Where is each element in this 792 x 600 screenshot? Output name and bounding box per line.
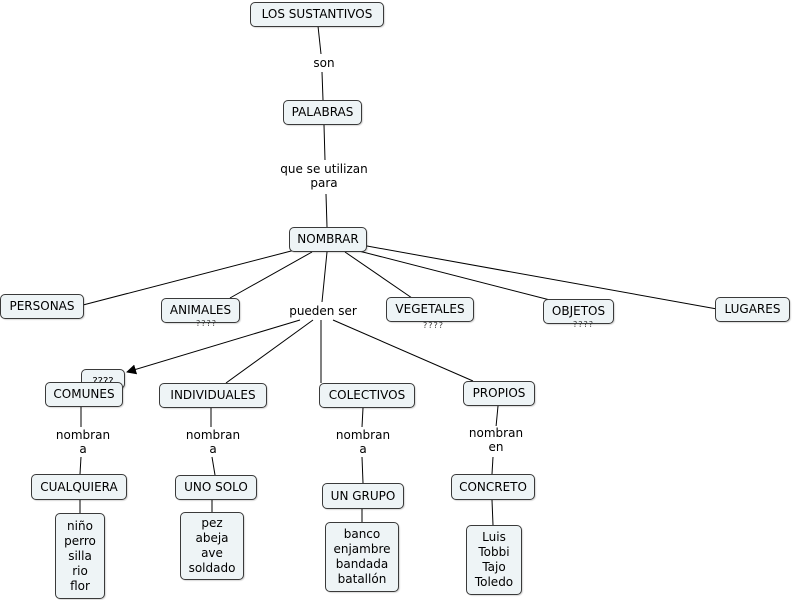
concept-propios[interactable]: PROPIOS [463, 381, 535, 406]
line-palabras-utilizan [323, 124, 326, 161]
concept-cualquiera[interactable]: CUALQUIERA [31, 474, 127, 500]
link-nombran-en-propios: nombran en [464, 426, 528, 454]
link-nombran-a-individuales: nombran a [181, 428, 245, 456]
link-nombran-a-comunes: nombran a [51, 428, 115, 456]
concept-nombrar[interactable]: NOMBRAR [289, 227, 367, 252]
concept-concreto[interactable]: CONCRETO [451, 474, 535, 500]
annotation-objetos: ???? [573, 320, 594, 329]
annotation-vegetales: ???? [423, 321, 444, 330]
line-colectivos-nombran [361, 407, 364, 428]
line-nombrar-vegetales [344, 251, 413, 299]
concept-comunes[interactable]: COMUNES [45, 382, 123, 407]
line-nombrar-pueden [321, 251, 328, 303]
line-nombran-ungrupo [361, 456, 364, 484]
link-son: son [307, 56, 341, 70]
concept-vegetales[interactable]: VEGETALES [386, 297, 474, 322]
line-nombrar-personas [82, 249, 296, 306]
line-propios-nombran [495, 405, 499, 428]
line-nombran-cualquiera [79, 456, 82, 475]
concept-examples-propios[interactable]: Luis Tobbi Tajo Toledo [466, 525, 522, 595]
line-sustantivos-son [317, 25, 322, 55]
line-nombran-concreto [491, 456, 494, 475]
concept-un-grupo[interactable]: UN GRUPO [322, 483, 404, 509]
line-nombran-unosolo [211, 456, 216, 476]
concept-examples-individuales[interactable]: pez abeja ave soldado [180, 512, 244, 580]
line-pueden-comunes [126, 319, 301, 375]
concept-animales[interactable]: ANIMALES [161, 298, 240, 323]
concept-personas[interactable]: PERSONAS [0, 294, 84, 319]
concept-examples-comunes[interactable]: niño perro silla rio flor [55, 513, 105, 599]
line-nombrar-animales [229, 251, 313, 299]
concept-palabras[interactable]: PALABRAS [283, 100, 362, 125]
concept-colectivos[interactable]: COLECTIVOS [319, 383, 415, 408]
line-pueden-propios [332, 319, 474, 382]
line-concreto-ex [491, 499, 494, 526]
concept-examples-colectivos[interactable]: banco enjambre bandada batallón [325, 522, 399, 592]
line-nombrar-objetos [354, 249, 551, 301]
annotation-animales: ???? [196, 319, 217, 328]
line-nombrar-lugares [366, 245, 718, 310]
link-pueden-ser: pueden ser [284, 304, 362, 318]
link-nombran-a-colectivos: nombran a [331, 428, 395, 456]
concept-lugares[interactable]: LUGARES [715, 297, 790, 322]
concept-uno-solo[interactable]: UNO SOLO [175, 475, 257, 500]
concept-objetos[interactable]: OBJETOS [543, 299, 614, 324]
link-que-se-utilizan-para: que se utilizan para [275, 162, 373, 190]
concept-los-sustantivos[interactable]: LOS SUSTANTIVOS [250, 2, 384, 27]
concept-individuales[interactable]: INDIVIDUALES [159, 383, 267, 408]
line-utilizan-nombrar [325, 193, 328, 228]
line-son-palabras [321, 71, 324, 101]
line-pueden-individuales [225, 319, 314, 384]
